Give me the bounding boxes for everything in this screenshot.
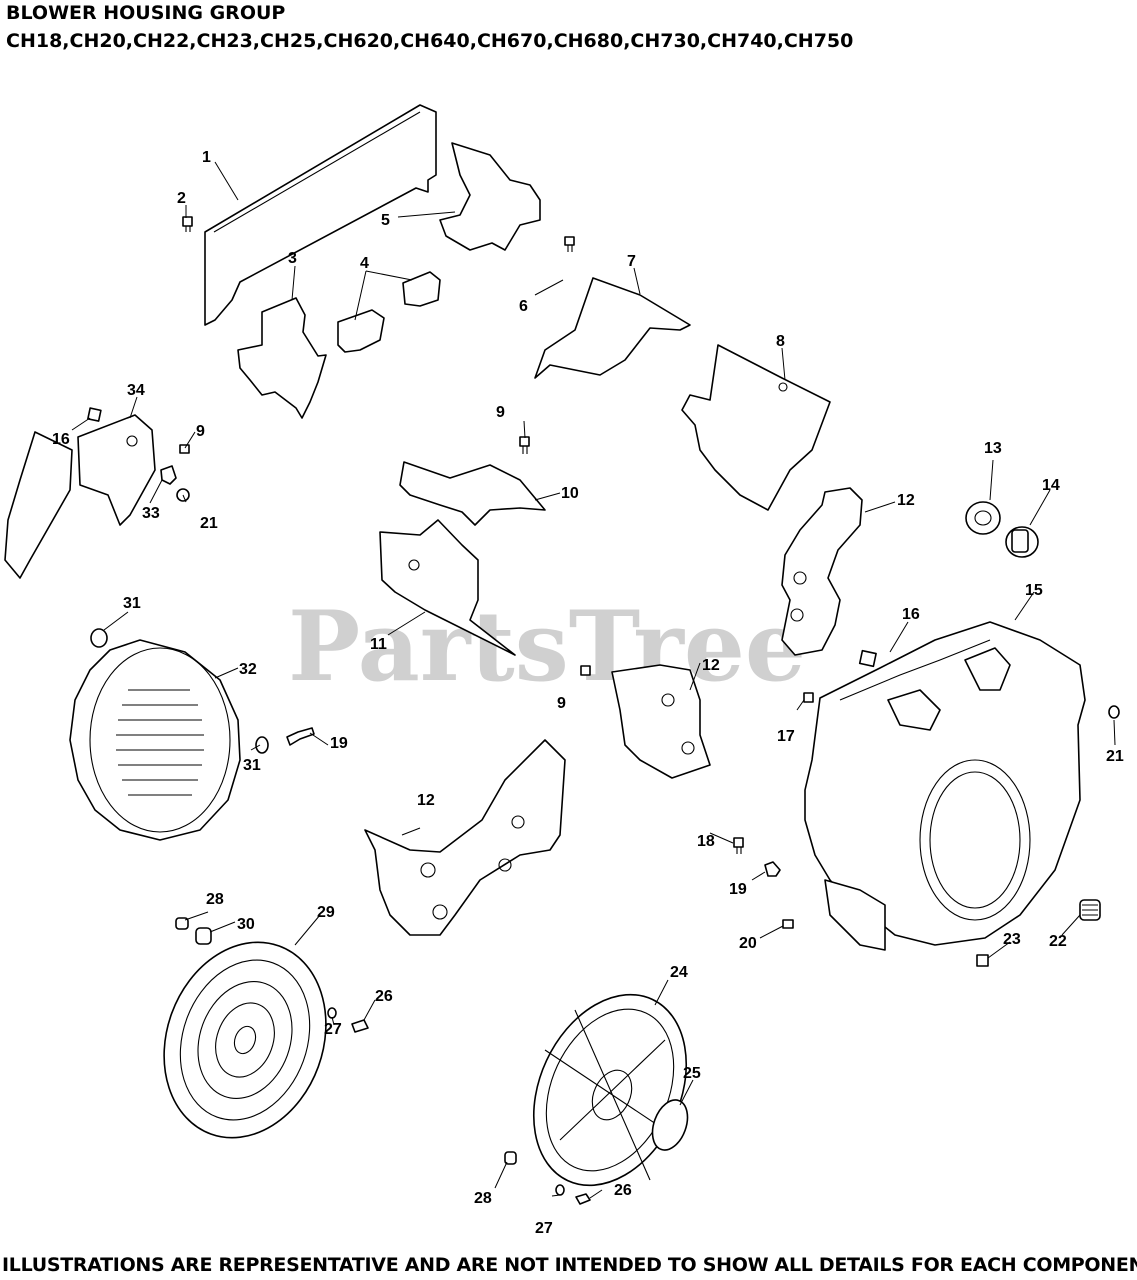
- callout-32: 32: [239, 661, 257, 678]
- part-21-washer-b[interactable]: [1108, 705, 1120, 719]
- callout-15: 15: [1025, 582, 1043, 599]
- part-16-nut-a[interactable]: [87, 407, 102, 422]
- callout-5: 5: [381, 212, 390, 229]
- part-12-lower-bracket[interactable]: [364, 739, 566, 936]
- part-28-stud-a[interactable]: [175, 917, 189, 930]
- part-17-clip[interactable]: [803, 692, 814, 703]
- callout-1: 1: [202, 149, 211, 166]
- callout-3: 3: [288, 250, 297, 267]
- callout-23: 23: [1003, 931, 1021, 948]
- callout-22: 22: [1049, 933, 1067, 950]
- part-26-screw-b[interactable]: [575, 1193, 591, 1205]
- part-27-washer-a[interactable]: [327, 1007, 337, 1019]
- callout-24: 24: [670, 964, 688, 981]
- callout-31-b: 31: [243, 757, 261, 774]
- part-12-upper-bracket[interactable]: [781, 487, 863, 656]
- part-28-stud-b[interactable]: [504, 1151, 517, 1165]
- part-1-upper-shroud[interactable]: [204, 104, 437, 326]
- partstree-watermark: PartsTree: [288, 590, 806, 703]
- callout-27-b: 27: [535, 1220, 553, 1237]
- callout-28-a: 28: [206, 891, 224, 908]
- part-31-washer-b[interactable]: [255, 736, 269, 754]
- part-16-nut-b[interactable]: [858, 649, 877, 668]
- callout-29: 29: [317, 904, 335, 921]
- part-20-screw[interactable]: [782, 919, 794, 929]
- part-22-plug[interactable]: [1079, 899, 1101, 921]
- model-list: CH18,CH20,CH22,CH23,CH25,CH620,CH640,CH6…: [6, 30, 854, 52]
- callout-31-a: 31: [123, 595, 141, 612]
- callout-7: 7: [627, 253, 636, 270]
- part-25-gasket[interactable]: [646, 1095, 694, 1155]
- callout-25: 25: [683, 1065, 701, 1082]
- callout-9-c: 9: [557, 695, 566, 712]
- callout-26-b: 26: [614, 1182, 632, 1199]
- callout-21-a: 21: [200, 515, 218, 532]
- part-18-screw[interactable]: [733, 837, 744, 854]
- part-29-fan-grille[interactable]: [138, 919, 353, 1160]
- part-12-middle-bracket[interactable]: [611, 664, 711, 779]
- callout-14: 14: [1042, 477, 1060, 494]
- part-27-washer-b[interactable]: [555, 1184, 565, 1196]
- part-34-side-shroud[interactable]: [4, 414, 156, 579]
- callout-12-c: 12: [417, 792, 435, 809]
- part-5-bracket[interactable]: [439, 142, 541, 251]
- callout-13: 13: [984, 440, 1002, 457]
- part-8-baffle[interactable]: [681, 344, 831, 511]
- callout-12-a: 12: [897, 492, 915, 509]
- part-7-baffle[interactable]: [534, 277, 691, 379]
- part-13-grommet[interactable]: [965, 501, 1001, 535]
- callout-labels: 1 2 3 4 5 6 7 8 9 9 9 10 11 12 12 12 13 …: [52, 149, 1124, 1237]
- part-26-screw-a[interactable]: [351, 1019, 369, 1033]
- callout-11: 11: [370, 636, 387, 653]
- part-19-screw-b[interactable]: [764, 861, 781, 877]
- part-33-bracket[interactable]: [160, 465, 177, 485]
- callout-19-b: 19: [729, 881, 747, 898]
- part-3-bracket[interactable]: [237, 297, 327, 419]
- callout-34: 34: [127, 382, 145, 399]
- callout-27-a: 27: [324, 1021, 342, 1038]
- part-19-screw-a[interactable]: [286, 727, 315, 746]
- callout-4: 4: [360, 255, 369, 272]
- part-2-screw[interactable]: [182, 216, 193, 232]
- part-24-fan-guard[interactable]: [504, 970, 715, 1210]
- callout-2: 2: [177, 190, 186, 207]
- part-31-spacer-a[interactable]: [90, 628, 108, 648]
- callout-20: 20: [739, 935, 757, 952]
- part-11-baffle[interactable]: [379, 519, 516, 656]
- part-9-screw-b[interactable]: [519, 436, 530, 454]
- page-title: BLOWER HOUSING GROUP: [6, 2, 286, 24]
- part-9-screw-c[interactable]: [580, 665, 591, 676]
- callout-16-a: 16: [52, 431, 70, 448]
- part-23-clip[interactable]: [976, 954, 989, 967]
- part-9-screw-a[interactable]: [179, 444, 190, 454]
- callout-33: 33: [142, 505, 160, 522]
- part-4-brackets[interactable]: [337, 271, 441, 353]
- callout-17: 17: [777, 728, 795, 745]
- callout-12-b: 12: [702, 657, 720, 674]
- callout-9-b: 9: [496, 404, 505, 421]
- callout-30: 30: [237, 916, 255, 933]
- callout-6: 6: [519, 298, 528, 315]
- part-14-switch[interactable]: [1005, 526, 1039, 558]
- callout-9-a: 9: [196, 423, 205, 440]
- part-10-baffle[interactable]: [399, 461, 546, 526]
- leader-lines: [71, 161, 1116, 1199]
- callout-10: 10: [561, 485, 579, 502]
- callout-28-b: 28: [474, 1190, 492, 1207]
- part-15-blower-housing[interactable]: [804, 621, 1086, 951]
- part-6-screw[interactable]: [564, 236, 575, 252]
- callout-8: 8: [776, 333, 785, 350]
- disclaimer-footer: ILLUSTRATIONS ARE REPRESENTATIVE AND ARE…: [2, 1254, 1137, 1276]
- part-32-rewind-starter[interactable]: [69, 639, 241, 841]
- part-30-spacer[interactable]: [195, 927, 212, 945]
- callout-26-a: 26: [375, 988, 393, 1005]
- callout-16-b: 16: [902, 606, 920, 623]
- callout-18: 18: [697, 833, 715, 850]
- callout-21-b: 21: [1106, 748, 1124, 765]
- callout-19-a: 19: [330, 735, 348, 752]
